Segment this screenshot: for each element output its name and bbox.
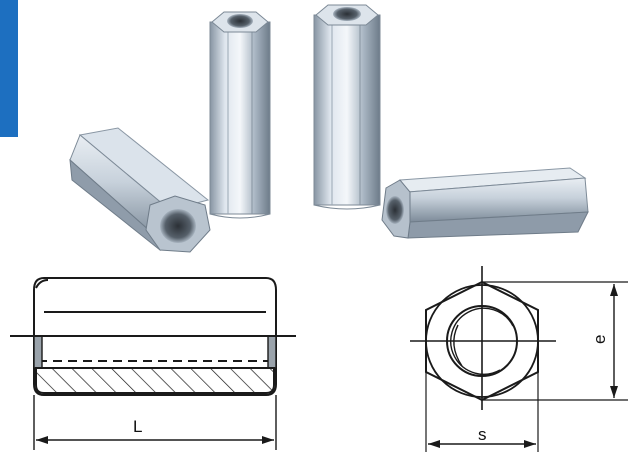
coupling-nut-standing-right [313, 4, 381, 210]
width-label: s [478, 425, 487, 444]
coupling-nut-standing-left [209, 11, 271, 219]
thread-hole [227, 14, 253, 28]
thread-hole [333, 7, 361, 21]
length-dimension: L [36, 417, 274, 444]
coupling-nut-lying-left [69, 127, 211, 253]
coupling-nut-lying-right [381, 167, 589, 239]
height-dimension: e [590, 284, 618, 398]
accent-bar [0, 0, 18, 137]
height-label: e [590, 335, 609, 344]
width-dimension: s [428, 425, 536, 448]
thread-hole [386, 196, 404, 224]
product-photo [69, 4, 589, 253]
thread-hole [160, 209, 196, 243]
section-hatch [36, 368, 274, 393]
length-label: L [133, 417, 142, 436]
